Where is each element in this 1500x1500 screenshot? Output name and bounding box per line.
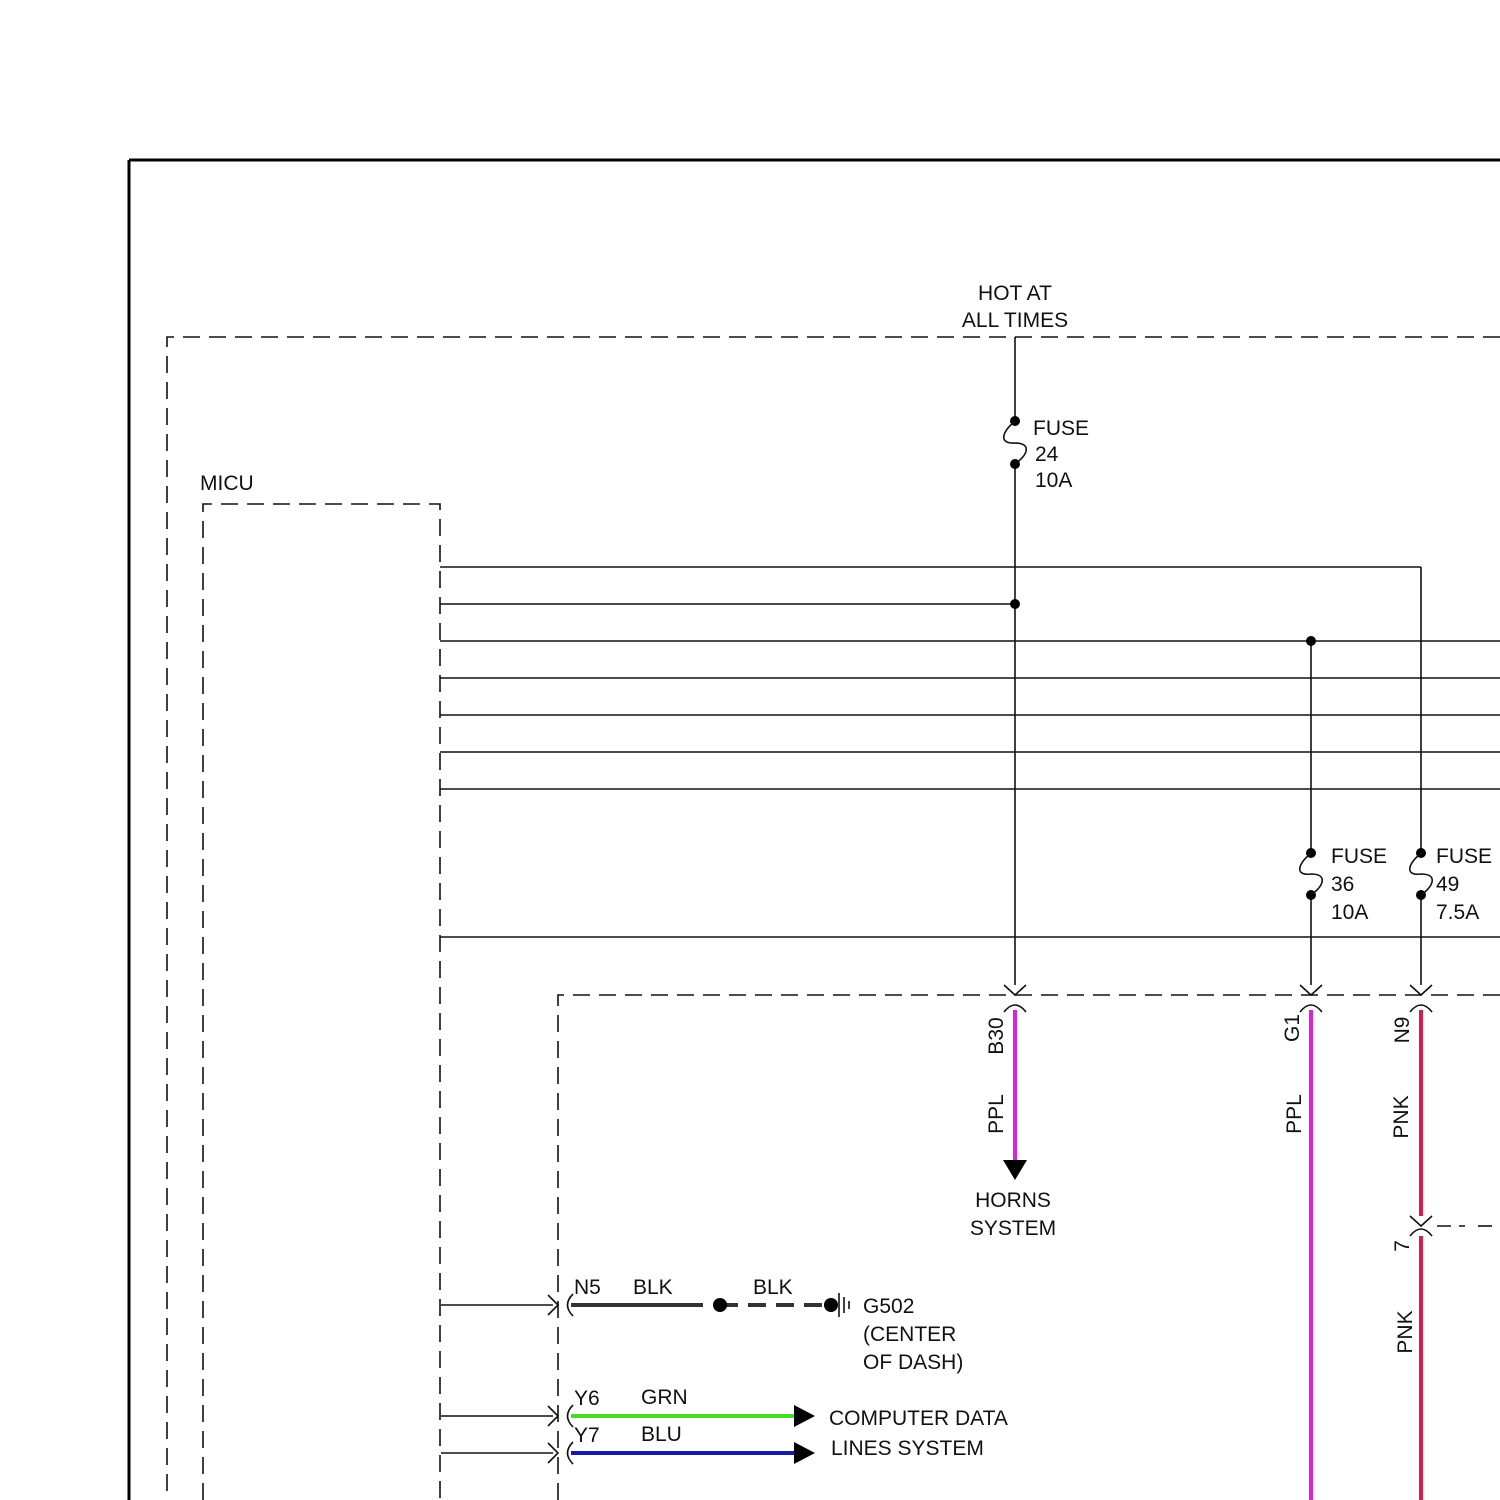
junction-dots [1010, 599, 1316, 646]
fuse-box-boundary [167, 337, 1500, 1500]
terminal-n5: N5 [574, 1276, 601, 1299]
dashed-enclosures [167, 337, 1500, 1500]
wire-color-blu: BLU [641, 1423, 682, 1446]
horns-destination-line2: SYSTEM [970, 1217, 1056, 1240]
wire-color-blk-2: BLK [753, 1276, 793, 1299]
module-name: MICU [200, 472, 254, 495]
terminal-g1: G1 [1281, 1014, 1304, 1042]
fuse-block-boundary [558, 995, 1500, 1500]
arrow-down-horns [1003, 1160, 1027, 1180]
terminal-y7: Y7 [574, 1424, 600, 1447]
fuse-24-label: FUSE [1033, 417, 1089, 440]
horns-destination-line1: HORNS [975, 1189, 1051, 1212]
power-source-line2: ALL TIMES [962, 309, 1068, 332]
connector-symbols [1004, 985, 1432, 1236]
fuse-49-label: FUSE [1436, 845, 1492, 868]
junction-dot [1010, 599, 1020, 609]
wire-color-blk: BLK [633, 1276, 673, 1299]
wire-color-pnk-n9: PNK [1390, 1095, 1413, 1138]
data-destination-line1: COMPUTER DATA [829, 1407, 1008, 1430]
connector-g1 [1300, 985, 1322, 1012]
wire-color-ppl-g1: PPL [1283, 1094, 1306, 1134]
fuse-36-label: FUSE [1331, 845, 1387, 868]
wire-color-ppl-b30: PPL [985, 1094, 1008, 1134]
fuse-24-symbol [1004, 416, 1027, 469]
ground-location-line1: (CENTER [863, 1323, 956, 1346]
fuse-36-rating: 10A [1331, 901, 1368, 924]
arrow-right-blu [794, 1442, 815, 1464]
connector-n9 [1410, 985, 1432, 1012]
data-destination-line2: LINES SYSTEM [831, 1437, 984, 1460]
arrow-right-grn [794, 1405, 815, 1427]
terminal-n9: N9 [1391, 1017, 1414, 1044]
junction-dot [1306, 636, 1316, 646]
terminal-7: 7 [1391, 1240, 1414, 1252]
power-source-line1: HOT AT [978, 282, 1052, 305]
micu-boundary [203, 504, 440, 1500]
fuse-36-symbol [1300, 848, 1323, 900]
fuse-24-rating: 10A [1035, 469, 1072, 492]
ground-id: G502 [863, 1295, 914, 1318]
wire-color-grn: GRN [641, 1386, 688, 1409]
fuse-36-number: 36 [1331, 873, 1354, 896]
terminal-b30: B30 [985, 1017, 1008, 1054]
outer-frame [129, 160, 1500, 1500]
ground-location-line2: OF DASH) [863, 1351, 963, 1374]
connector-b30 [1004, 985, 1026, 1012]
fuse-49-number: 49 [1436, 873, 1459, 896]
fuse-49-symbol [1410, 848, 1433, 900]
fuse-24-number: 24 [1035, 443, 1059, 466]
wire-color-pnk-7: PNK [1394, 1310, 1417, 1353]
fuse-49-rating: 7.5A [1436, 901, 1479, 924]
terminal-y6: Y6 [574, 1387, 600, 1410]
labels: HOT AT ALL TIMES MICU FUSE 24 10A FUSE 3… [200, 282, 1492, 1460]
connector-inline-7 [1410, 1216, 1432, 1236]
connector-symbols-horizontal [548, 1294, 573, 1464]
